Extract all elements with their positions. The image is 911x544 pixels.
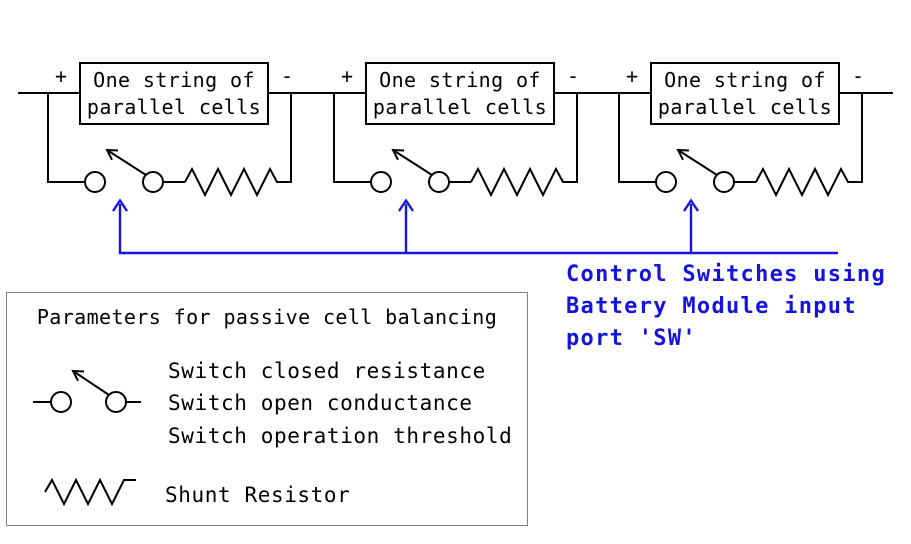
minus-terminal-label: - [280, 64, 294, 88]
cell-box-line2: parallel cells [372, 94, 548, 119]
up-arrowhead-icon [398, 198, 414, 212]
legend-resistor-label: Shunt Resistor [165, 483, 351, 507]
branch-left-lead [47, 93, 85, 183]
plus-terminal-label: + [625, 64, 639, 88]
cell-string-box: One string of parallel cells [650, 62, 840, 125]
legend-switch-parameters: Switch closed resistance Switch open con… [168, 355, 512, 452]
legend-title: Parameters for passive cell balancing [36, 305, 498, 329]
legend-switch-line1: Switch closed resistance [168, 359, 486, 383]
legend-switch-icon [33, 369, 141, 413]
balancing-branch-1 [47, 93, 292, 198]
switch-icon [655, 148, 735, 193]
branch-left-lead [618, 93, 656, 183]
cell-box-line1: One string of [379, 67, 541, 92]
up-arrowhead-icon [683, 198, 699, 212]
control-signal-lines [112, 198, 838, 255]
minus-terminal-label: - [566, 64, 580, 88]
plus-terminal-label: + [54, 64, 68, 88]
switch-arrowhead [391, 148, 405, 161]
switch-icon [84, 148, 164, 193]
control-switches-annotation: Control Switches using Battery Module in… [566, 259, 906, 355]
cell-box-line1: One string of [93, 67, 255, 92]
annotation-line1: Control Switches using [566, 262, 886, 287]
legend-resistor-icon [44, 477, 136, 507]
annotation-line3: port 'SW' [566, 326, 697, 351]
control-bus-line [118, 204, 838, 255]
cell-box-line1: One string of [664, 67, 826, 92]
minus-terminal-label: - [851, 64, 865, 88]
cell-string-box: One string of parallel cells [365, 62, 555, 125]
up-arrowhead-icon [112, 198, 128, 212]
switch-arrowhead [676, 148, 690, 161]
battery-module-2: + One string of parallel cells - [341, 0, 650, 230]
cell-box-line2: parallel cells [86, 94, 262, 119]
cell-string-box: One string of parallel cells [79, 62, 269, 125]
balancing-branch-2 [333, 93, 578, 198]
battery-module-1: + One string of parallel cells - [55, 0, 364, 230]
switch-arrowhead [105, 148, 119, 161]
legend-switch-line3: Switch operation threshold [168, 423, 513, 448]
plus-terminal-label: + [340, 64, 354, 88]
legend-switch-line2: Switch open conductance [168, 391, 473, 416]
annotation-line2: Battery Module input [566, 294, 857, 319]
cell-box-line2: parallel cells [657, 94, 833, 119]
branch-left-lead [333, 93, 371, 183]
black-circuit-lines [18, 92, 893, 507]
resistor-icon [470, 93, 578, 198]
resistor-icon [184, 93, 292, 198]
switch-arrowhead [71, 369, 85, 382]
resistor-icon [755, 93, 863, 198]
legend-box [6, 292, 528, 526]
battery-module-3: + One string of parallel cells - [626, 0, 911, 230]
balancing-branch-3 [618, 93, 863, 198]
